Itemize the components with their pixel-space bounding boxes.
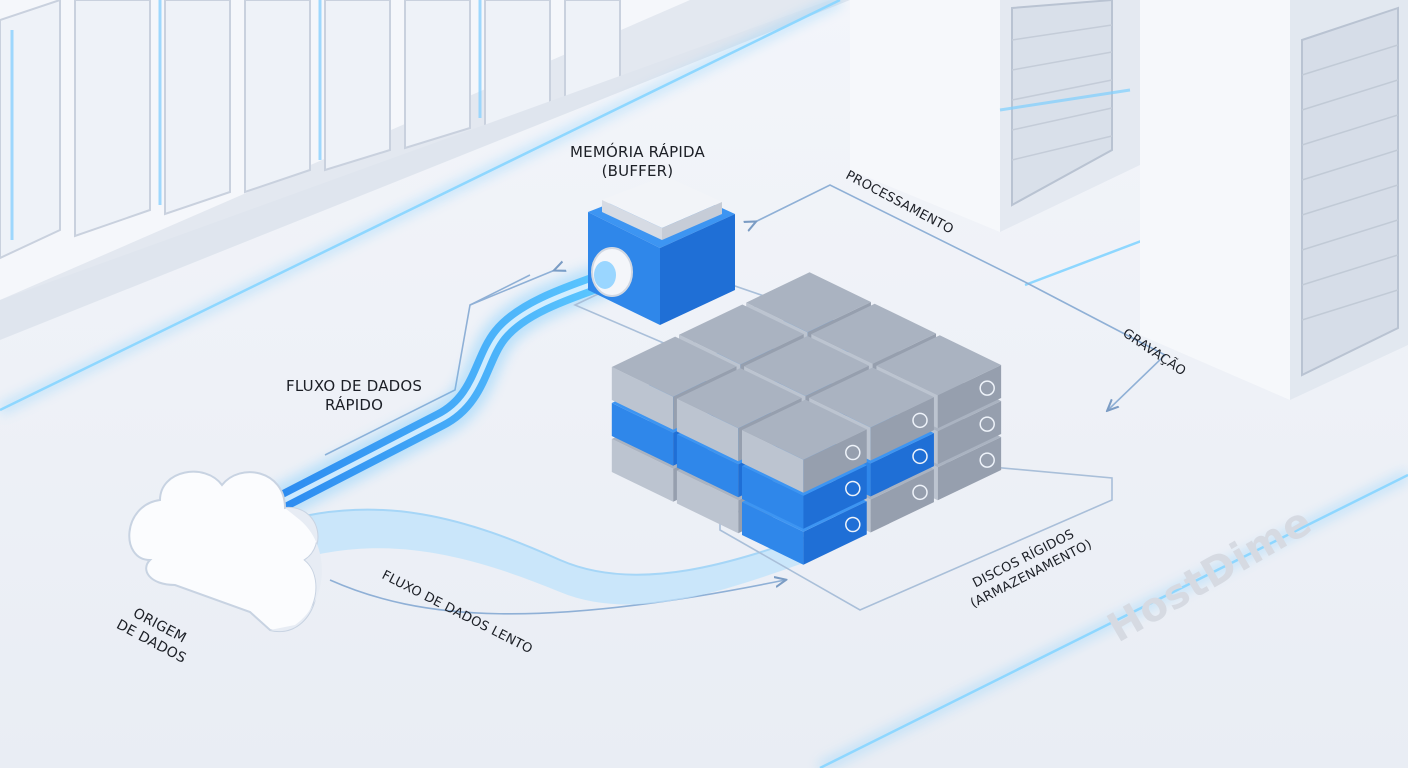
cloud-icon [128,470,322,633]
clock-icon [979,416,995,432]
server-rack-right-1 [850,0,1140,232]
writing-arrow [1024,281,1167,410]
processing-arrow [755,184,1026,283]
clock-icon [912,448,928,465]
clock-icon [912,484,928,501]
server-rack-right-2 [1140,0,1408,400]
buffer-label-line2: (BUFFER) [601,162,674,180]
memory-cube-icon [573,176,772,351]
clock-icon [845,480,861,497]
clock-icon [979,380,995,396]
disk-unit [742,399,867,493]
slow-data-flow [269,508,813,605]
buffer-label-line1: MEMÓRIA RÁPIDA [570,143,705,161]
fast-flow-label-line2: RÁPIDO [325,396,384,414]
clock-icon [845,444,861,461]
fast-flow-label-line1: FLUXO DE DADOS [286,377,423,395]
clock-icon [979,452,995,468]
fast-data-flow [265,261,620,521]
fast-flow-guide-line [324,274,531,456]
disk-array-icon [611,272,1113,611]
server-rack-wall-left [0,0,850,340]
clock-icon [912,412,928,429]
fast-flow-label: FLUXO DE DADOS RÁPIDO [286,377,422,415]
buffer-label: MEMÓRIA RÁPIDA (BUFFER) [570,143,705,181]
clock-icon [845,516,861,533]
connector-lines [324,184,1167,615]
